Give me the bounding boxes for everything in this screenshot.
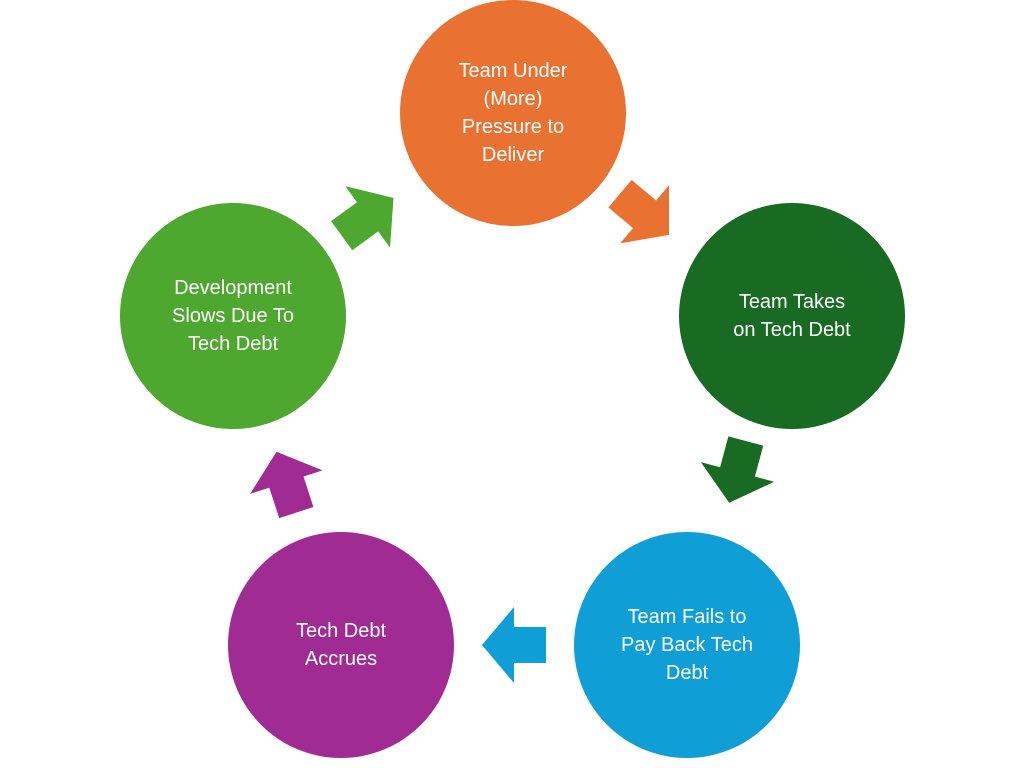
nodes-layer — [120, 0, 905, 758]
arrow-takes-debt-to-fails-payback — [700, 436, 775, 503]
arrows-layer — [250, 179, 775, 683]
arrow-dev-slows-to-pressure — [331, 186, 394, 251]
arrow-fails-payback-to-debt-accrues — [482, 607, 546, 683]
node-circle-takes-debt — [679, 203, 905, 429]
node-circle-pressure — [400, 0, 626, 226]
node-circle-dev-slows — [120, 203, 346, 429]
node-circle-debt-accrues — [228, 532, 454, 758]
arrow-pressure-to-takes-debt — [608, 179, 669, 244]
arrow-debt-accrues-to-dev-slows — [250, 451, 323, 519]
node-circle-fails-payback — [574, 532, 800, 758]
